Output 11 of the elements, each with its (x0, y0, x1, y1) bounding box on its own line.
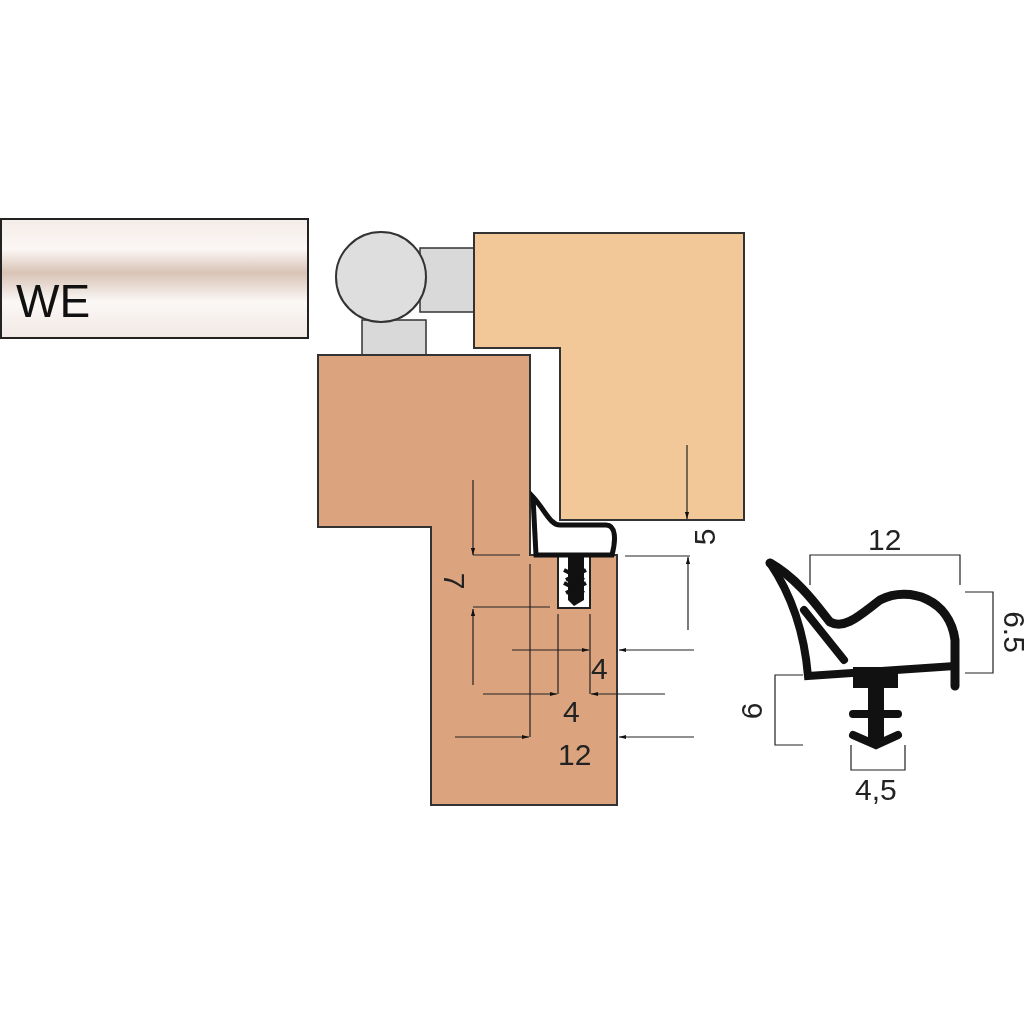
dimension-label: 12 (558, 740, 592, 770)
color-swatch (0, 218, 309, 339)
color-code: WE (16, 278, 91, 324)
dimension-label: 5 (690, 528, 721, 546)
dimension-label: 6.5 (998, 611, 1024, 653)
dimension-label: 4,5 (855, 775, 897, 805)
dimension-label: 4 (563, 697, 580, 727)
dimension-label: 6 (737, 702, 768, 720)
dimension-label: 12 (868, 525, 902, 555)
dimension-label: 4 (591, 654, 608, 684)
dimension-label: 7 (439, 572, 470, 590)
